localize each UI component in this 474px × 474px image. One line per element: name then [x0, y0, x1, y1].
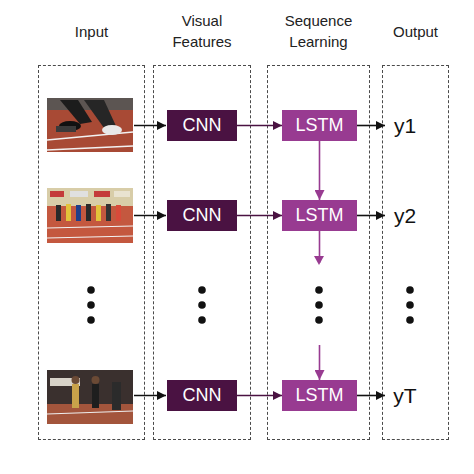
track-surface — [47, 404, 133, 424]
runner — [106, 204, 111, 221]
input-arrow — [134, 395, 166, 397]
starting-block — [56, 126, 76, 132]
banner — [70, 191, 88, 197]
runner — [76, 205, 81, 221]
cnn-box: CNN — [167, 110, 237, 141]
lane-line — [47, 226, 133, 228]
flow-arrow — [357, 125, 385, 127]
flow-arrow — [237, 125, 282, 127]
runner-leg — [60, 100, 92, 124]
runner-leg — [84, 100, 116, 128]
box-label: CNN — [183, 115, 222, 136]
flow-arrow — [357, 395, 385, 397]
ellipsis-dot — [87, 301, 95, 309]
runner — [66, 204, 71, 221]
ellipsis-dot — [406, 301, 414, 309]
banner — [50, 378, 80, 386]
photo-background — [47, 98, 133, 110]
output-label-box: yT — [385, 380, 425, 411]
lstm-box: LSTM — [282, 380, 357, 411]
ellipsis-dot — [198, 301, 206, 309]
cnn-box: CNN — [167, 380, 237, 411]
runner — [116, 205, 121, 221]
output-label-box: y2 — [385, 200, 425, 231]
column-panel: Visual FeaturesCNNCNNCNN — [153, 65, 251, 440]
grandstand — [47, 188, 133, 206]
flow-arrow — [237, 395, 282, 397]
ellipsis-dot — [87, 316, 95, 324]
chain-arrowhead — [314, 256, 324, 265]
box-label: CNN — [183, 205, 222, 226]
flow-arrow — [319, 231, 321, 380]
runner-shoe — [59, 121, 81, 131]
runner — [72, 384, 79, 408]
ellipsis-dot — [198, 286, 206, 294]
lstm-box: LSTM — [282, 110, 357, 141]
flow-arrow — [357, 215, 385, 217]
flow-arrow — [319, 141, 321, 200]
input-arrow — [134, 125, 166, 127]
column-heading: Sequence Learning — [279, 8, 359, 54]
edge-layer — [237, 126, 385, 396]
track-surface — [47, 188, 133, 243]
runner — [92, 384, 99, 408]
box-label: LSTM — [295, 115, 343, 136]
input-arrow — [134, 215, 166, 217]
runner — [86, 204, 91, 221]
banner — [114, 191, 130, 197]
ellipsis-dot — [406, 316, 414, 324]
ellipsis-dot — [315, 316, 323, 324]
photo-race — [47, 188, 133, 243]
banner — [94, 191, 110, 197]
runner-hand — [102, 125, 122, 135]
lane-line — [47, 146, 133, 150]
lane-line — [47, 411, 133, 414]
ellipsis-dot — [87, 286, 95, 294]
column-heading: Input — [52, 8, 132, 54]
banner — [50, 191, 64, 197]
column-panel: Input — [38, 65, 145, 440]
output-label-box: y1 — [385, 110, 425, 141]
cnn-box: CNN — [167, 200, 237, 231]
output-label: y1 — [394, 114, 416, 138]
runner — [56, 205, 61, 221]
box-label: CNN — [183, 385, 222, 406]
track-surface — [47, 98, 133, 152]
column-heading: Visual Features — [162, 8, 242, 54]
photo-indoor — [47, 370, 133, 424]
flow-arrow — [237, 215, 282, 217]
runner-head — [72, 376, 80, 384]
ellipsis-dot — [315, 286, 323, 294]
box-label: LSTM — [295, 385, 343, 406]
lane-line — [47, 132, 133, 140]
output-label: yT — [393, 384, 416, 408]
column-heading: Output — [376, 8, 456, 54]
bystander — [112, 382, 121, 410]
ellipsis-dot — [406, 286, 414, 294]
runner — [96, 205, 101, 221]
column-panel: Outputy1y2yT — [382, 65, 449, 440]
ellipsis-dot — [198, 316, 206, 324]
box-label: LSTM — [295, 205, 343, 226]
column-panel: Sequence LearningLSTMLSTMLSTM — [267, 65, 370, 440]
output-label: y2 — [394, 204, 416, 228]
lstm-box: LSTM — [282, 200, 357, 231]
arena-background — [47, 370, 133, 424]
lane-line — [47, 236, 133, 238]
runner-head — [92, 376, 100, 384]
ellipsis-dot — [315, 301, 323, 309]
photo-start — [47, 98, 133, 152]
